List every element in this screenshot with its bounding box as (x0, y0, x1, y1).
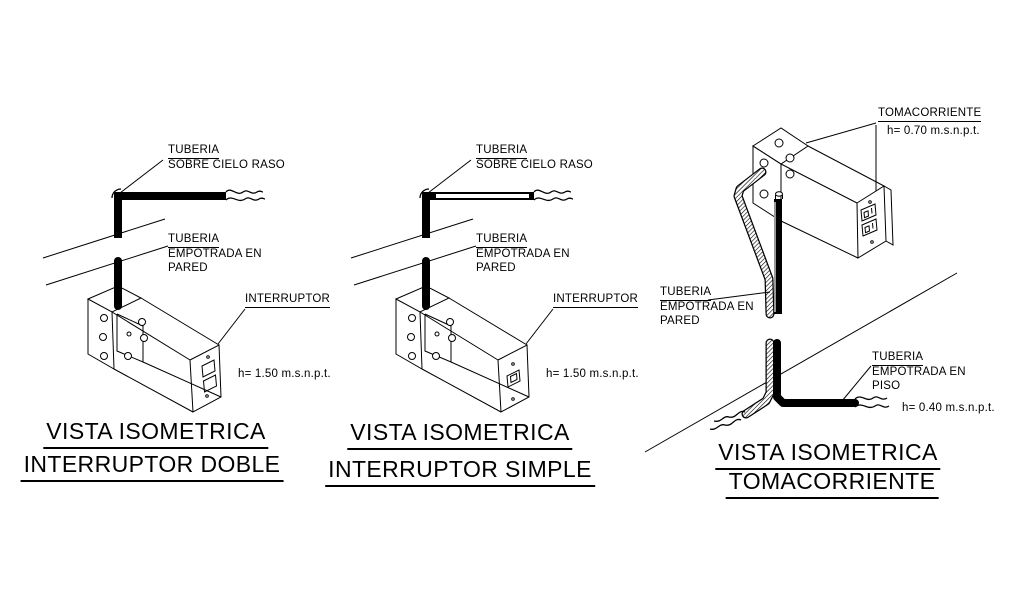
title-tomacorriente: TOMACORRIENTE (725, 468, 939, 499)
label-line: EMPOTRADA EN (872, 366, 966, 379)
double-switch-plate (201, 355, 218, 398)
simple-switch-plate (506, 362, 521, 401)
label-line: TUBERIA (476, 144, 528, 160)
title-interruptor-simple: INTERRUPTOR SIMPLE (325, 456, 595, 487)
title-vista-isometrica-doble: VISTA ISOMETRICA (43, 418, 269, 449)
label-line: EMPOTRADA EN (476, 248, 570, 261)
wires (533, 189, 574, 202)
label-altura-interruptor: h= 1.50 m.s.n.p.t. (238, 368, 331, 380)
label-tuberia-empotrada-pared: TUBERIA EMPOTRADA EN PARED (168, 233, 262, 275)
label-interruptor: INTERRUPTOR (245, 293, 331, 309)
label-tuberia-empotrada-pared: TUBERIA EMPOTRADA EN PARED (476, 233, 570, 275)
wires (225, 189, 266, 202)
label-tomacorriente: TOMACORRIENTE (878, 107, 982, 123)
label-line: PISO (872, 379, 901, 392)
label-interruptor: INTERRUPTOR (553, 293, 639, 309)
double-switch-geometry (42, 159, 266, 413)
conduit-pipe (114, 192, 226, 238)
label-line: TUBERIA (168, 233, 220, 249)
leader-line (119, 159, 164, 194)
label-tuberia-sobre-cielo-raso: TUBERIA SOBRE CIELO RASO (476, 144, 593, 173)
wall-plane-line (350, 218, 474, 259)
junction-box (86, 285, 222, 413)
elbow-fitting (111, 188, 122, 199)
conduit-pipe-hatch-texture (742, 339, 774, 418)
floor-plane-line (644, 272, 958, 453)
elbow-fitting (419, 188, 430, 199)
label-line: TUBERIA (168, 144, 220, 160)
label-line: SOBRE CIELO RASO (476, 159, 593, 172)
label-altura-tomacorriente: h= 0.70 m.s.n.p.t. (887, 125, 980, 137)
label-line: TOMACORRIENTE (878, 107, 982, 123)
conduit-pipe (422, 192, 534, 238)
label-tuberia-empotrada-pared: TUBERIA EMPOTRADA EN PARED (660, 286, 754, 328)
conduit-pipe (773, 339, 859, 407)
wall-plane-line (45, 245, 169, 286)
label-line: INTERRUPTOR (245, 293, 331, 309)
label-line: TUBERIA (872, 351, 924, 367)
outlet-receptacles (860, 200, 878, 244)
label-line: PARED (660, 314, 700, 327)
title-vista-isometrica-tomacorriente: VISTA ISOMETRICA (715, 439, 941, 470)
leader-line (427, 159, 472, 194)
outlet-geometry (644, 122, 958, 453)
label-line: PARED (476, 261, 516, 274)
leader-line (217, 308, 246, 345)
label-tuberia-empotrada-piso: TUBERIA EMPOTRADA EN PISO (872, 351, 966, 393)
leader-line (707, 291, 771, 301)
wall-plane-line (42, 218, 166, 259)
leader-line (841, 365, 872, 402)
label-tuberia-sobre-cielo-raso: TUBERIA SOBRE CIELO RASO (168, 144, 285, 173)
label-line: EMPOTRADA EN (168, 248, 262, 261)
label-altura-piso: h= 0.40 m.s.n.p.t. (902, 402, 995, 414)
label-line: PARED (168, 261, 208, 274)
label-line: INTERRUPTOR (553, 293, 639, 309)
conduit-pipe-hatch-texture (734, 168, 774, 318)
label-line: EMPOTRADA EN (660, 301, 754, 314)
junction-box (394, 285, 530, 413)
wall-plane-line (353, 245, 477, 286)
title-vista-isometrica-simple: VISTA ISOMETRICA (347, 419, 573, 450)
leader-line (805, 122, 877, 144)
label-altura-interruptor: h= 1.50 m.s.n.p.t. (546, 368, 639, 380)
title-interruptor-doble: INTERRUPTOR DOBLE (20, 451, 284, 482)
wires (709, 396, 890, 430)
label-line: TUBERIA (660, 286, 712, 302)
leader-line (525, 308, 554, 345)
pipe-entry-cap (775, 191, 783, 199)
label-line: TUBERIA (476, 233, 528, 249)
label-line: SOBRE CIELO RASO (168, 159, 285, 172)
